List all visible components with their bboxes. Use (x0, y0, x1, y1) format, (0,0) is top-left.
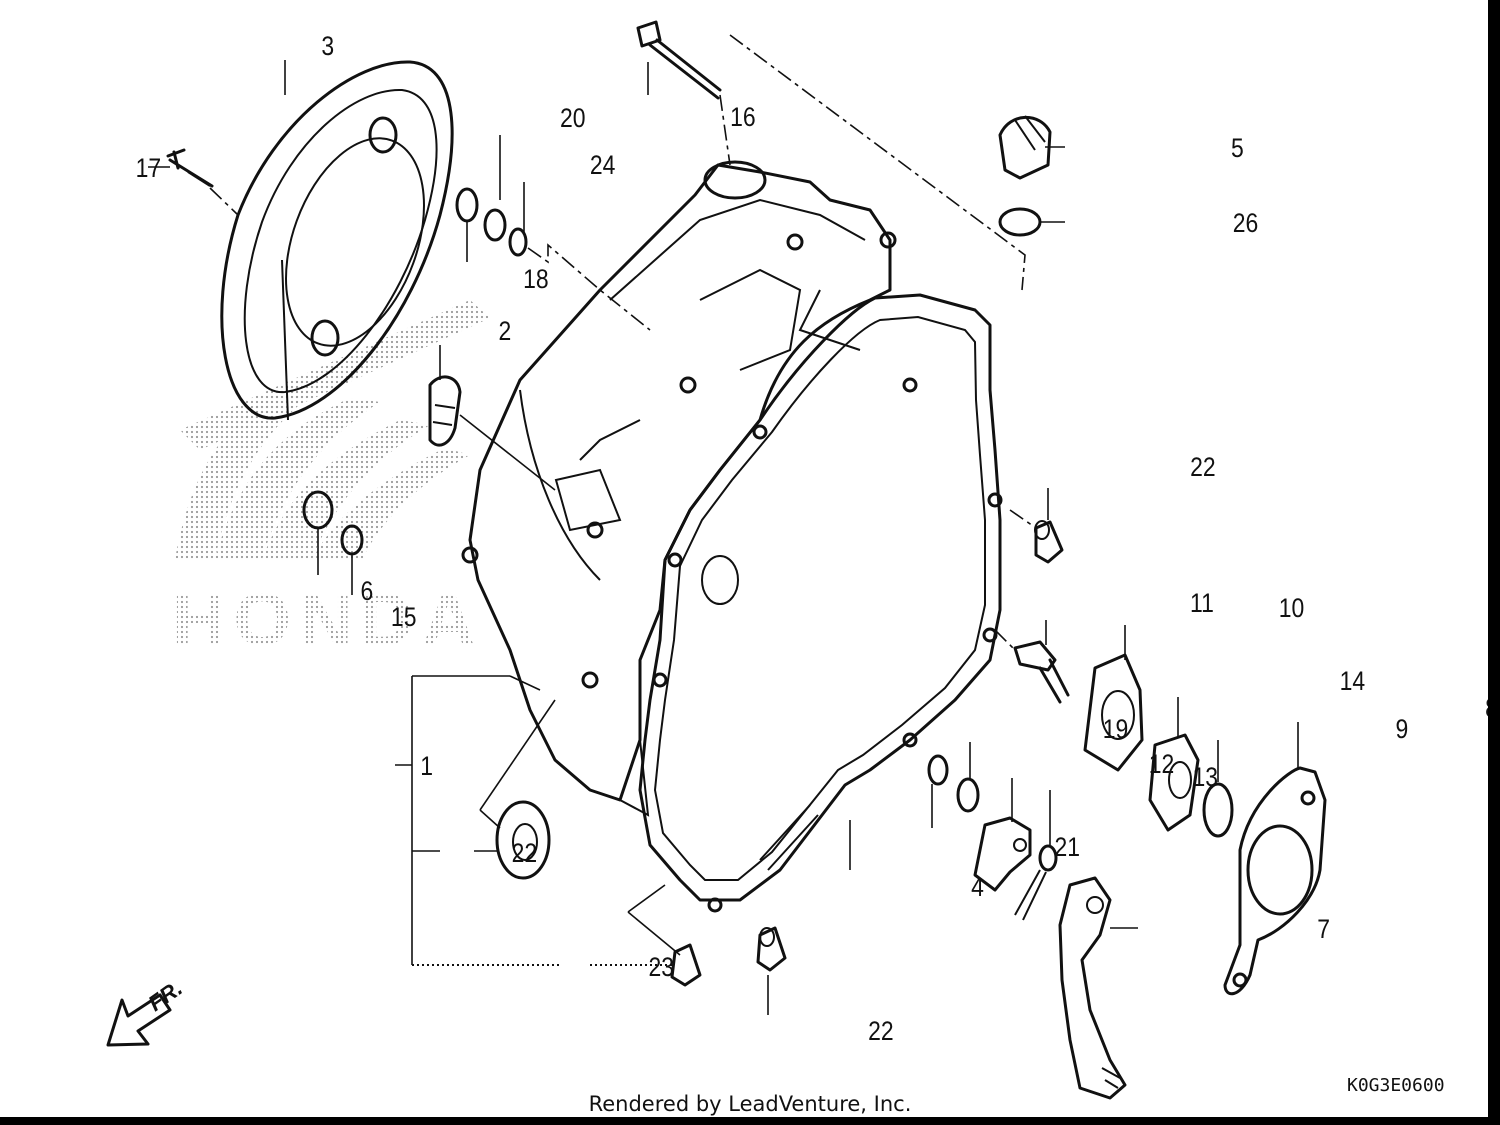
callout-23: 22 (512, 838, 538, 868)
callout-2: 2 (498, 316, 511, 346)
drawing-code: K0G3E0600 (1347, 1075, 1445, 1096)
callout-7: 7 (1317, 914, 1330, 944)
part-11-bolt[interactable] (1013, 640, 1070, 704)
callout-4: 4 (971, 872, 984, 902)
part-16-bolt[interactable] (636, 20, 722, 100)
part-20-washer[interactable] (483, 208, 507, 242)
part-7-shift-arm[interactable] (1058, 876, 1127, 1100)
part-25-oring[interactable] (508, 227, 528, 257)
honda-wing-logo-icon (175, 300, 490, 560)
part-8-cover[interactable] (1223, 766, 1327, 996)
part-24-dowel[interactable] (670, 943, 702, 987)
part-23-bearing[interactable] (495, 800, 551, 880)
callout-9: 9 (1395, 714, 1408, 744)
part-17-bolt[interactable] (166, 148, 214, 188)
leader-lines (284, 60, 1299, 1015)
callout-22-lower: 22 (868, 1016, 894, 1046)
callout-10: 10 (1279, 593, 1305, 623)
front-arrow-icon (106, 993, 172, 1047)
callout-26: 26 (1233, 208, 1259, 238)
callout-25: 24 (590, 150, 616, 180)
part-19-washer[interactable] (956, 777, 980, 813)
callout-5: 5 (1231, 133, 1244, 163)
callout-21: 21 (1054, 832, 1080, 862)
part-26-oring[interactable] (998, 207, 1042, 237)
callout-18: 18 (523, 264, 549, 294)
part-21-washer[interactable] (927, 754, 949, 786)
callout-6: 6 (360, 576, 373, 606)
part-14-bracket[interactable] (1148, 733, 1200, 832)
callout-20: 20 (560, 103, 586, 133)
frame-right-edge (1488, 0, 1500, 1125)
callout-22-upper: 22 (1190, 452, 1216, 482)
part-22-dowel-upper[interactable] (1034, 520, 1064, 564)
part-1-crankcase-cover[interactable] (461, 160, 897, 817)
part-5-filler-cap[interactable] (998, 115, 1052, 180)
part-18-nut[interactable] (455, 187, 479, 223)
callout-11: 11 (1190, 588, 1214, 618)
callout-3: 3 (321, 31, 334, 61)
callout-13: 13 (1192, 762, 1218, 792)
part-3-outer-cover[interactable] (220, 60, 454, 421)
part-22-dowel-lower[interactable] (756, 926, 787, 972)
part-12-stopper-arm[interactable] (973, 816, 1032, 892)
honda-watermark-text: HONDA (172, 578, 483, 661)
callout-1: 1 (420, 751, 433, 781)
callout-19: 19 (1103, 714, 1129, 744)
callout-17: 17 (136, 153, 162, 183)
callout-12: 12 (1149, 749, 1175, 779)
part-2-fitting[interactable] (428, 375, 462, 447)
callout-14: 14 (1340, 666, 1366, 696)
part-4-gasket[interactable] (638, 289, 1003, 913)
callout-15: 15 (391, 602, 417, 632)
part-10-plate[interactable] (1083, 653, 1144, 772)
callout-16: 16 (730, 102, 756, 132)
part-9-oil-seal[interactable] (1202, 782, 1234, 838)
part-13-spring[interactable] (1014, 844, 1058, 921)
frame-bottom-edge (0, 1117, 1500, 1125)
render-credit: Rendered by LeadVenture, Inc. (588, 1092, 912, 1116)
callout-24: 23 (649, 952, 675, 982)
